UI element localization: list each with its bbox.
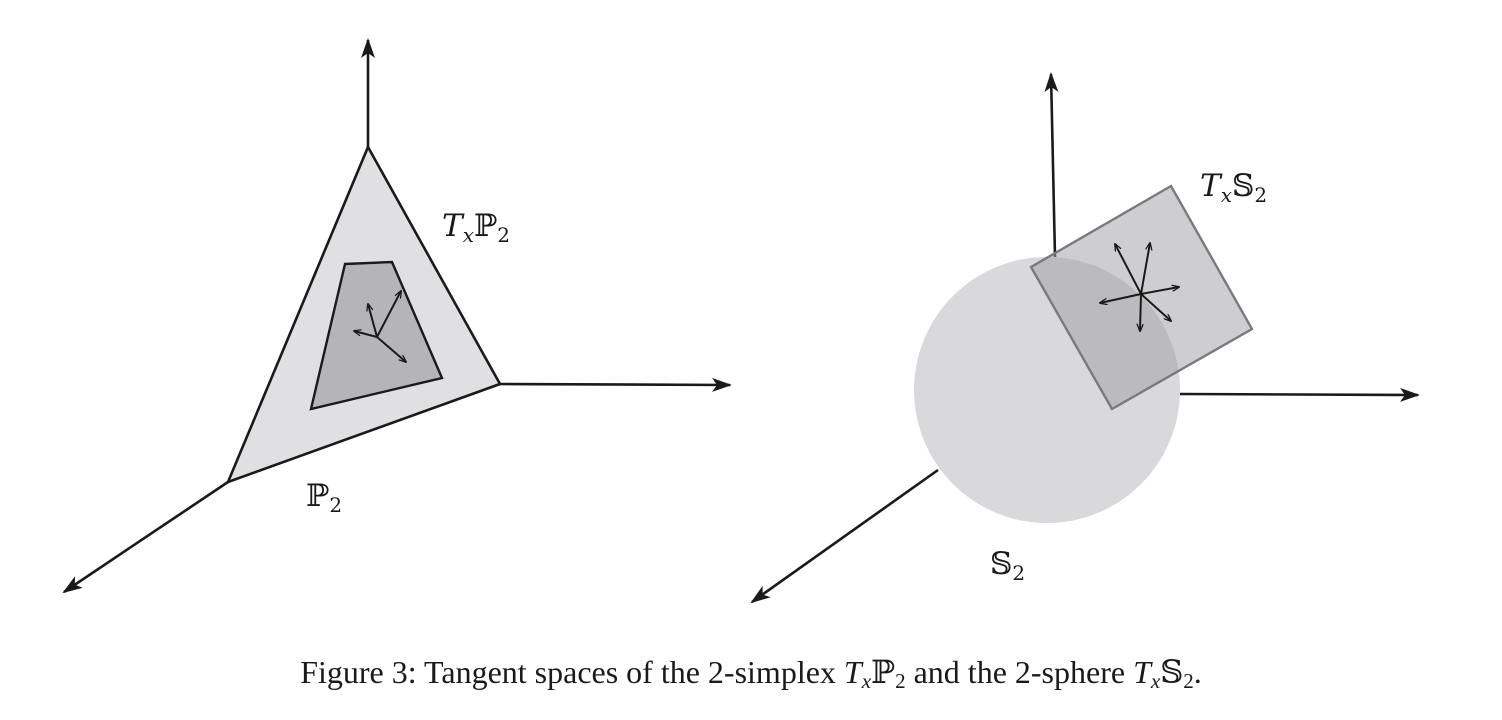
sphere-label: 𝕊2 bbox=[990, 546, 1025, 585]
right-z-axis bbox=[1044, 72, 1059, 258]
sphere-vector-2 bbox=[1140, 243, 1150, 295]
caption-t2-var: x bbox=[1150, 669, 1161, 693]
caption-t1-space: ℙ bbox=[871, 654, 896, 690]
caption-prefix: Figure 3: Tangent spaces of the 2-simple… bbox=[300, 654, 844, 690]
figure-caption: Figure 3: Tangent spaces of the 2-simple… bbox=[0, 652, 1502, 692]
right-y-axis bbox=[750, 468, 939, 604]
simplex-vector-1 bbox=[376, 291, 401, 338]
caption-t2-base: T bbox=[1133, 654, 1151, 690]
caption-t1-base: T bbox=[843, 654, 862, 690]
caption-suffix: . bbox=[1193, 654, 1202, 690]
sphere-vector-1 bbox=[1115, 244, 1142, 295]
sphere-panel: Tx𝕊2 𝕊2 bbox=[750, 72, 1420, 604]
simplex-panel: Txℙ2 ℙ2 bbox=[62, 38, 732, 594]
caption-t1-index: 2 bbox=[895, 669, 906, 693]
simplex-vector-2 bbox=[368, 304, 378, 338]
simplex-tangent-vectors bbox=[354, 291, 406, 362]
simplex-vector-3 bbox=[354, 331, 378, 338]
simplex-label: ℙ2 bbox=[306, 478, 342, 517]
left-x-axis bbox=[499, 377, 732, 392]
caption-t2-space: 𝕊 bbox=[1160, 654, 1184, 690]
caption-middle: and the 2-sphere bbox=[905, 654, 1134, 690]
sphere-tangent-vectors bbox=[1100, 243, 1179, 331]
simplex-vector-4 bbox=[376, 336, 406, 362]
caption-t1-var: x bbox=[861, 669, 872, 693]
caption-t2-index: 2 bbox=[1183, 669, 1194, 693]
right-x-axis bbox=[1179, 387, 1420, 402]
tangent-sphere-label: Tx𝕊2 bbox=[1200, 168, 1267, 207]
sphere-vector-6 bbox=[1100, 293, 1142, 303]
left-y-axis bbox=[62, 480, 229, 594]
sphere-vector-4 bbox=[1140, 293, 1171, 321]
sphere-vector-5 bbox=[1140, 293, 1141, 331]
sphere-vector-3 bbox=[1140, 287, 1179, 295]
tangent-simplex-label: Txℙ2 bbox=[442, 208, 510, 247]
